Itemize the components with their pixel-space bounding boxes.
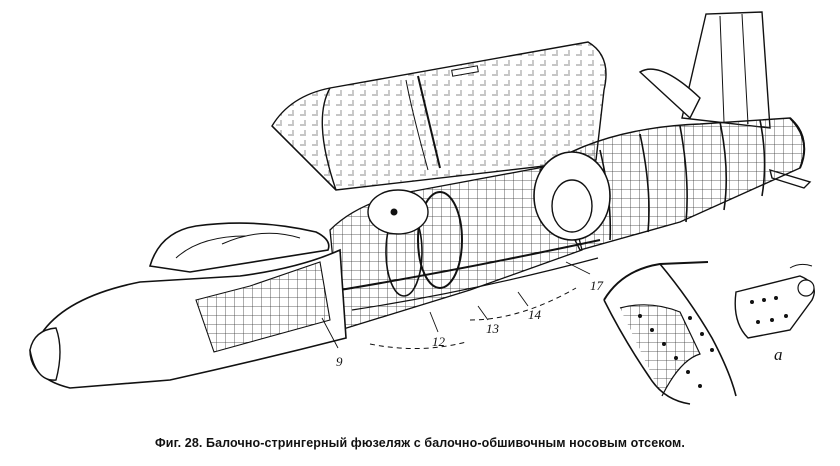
label-17: 17 xyxy=(590,278,604,293)
bulkhead-ring xyxy=(367,189,429,235)
nose-section xyxy=(29,222,347,389)
label-9: 9 xyxy=(336,354,343,369)
label-a: a xyxy=(774,345,783,364)
keel-dashed-lines xyxy=(369,287,577,349)
detail-frame-section xyxy=(603,261,737,405)
detail-a-bracket-plate xyxy=(734,263,815,339)
label-12: 12 xyxy=(432,334,446,349)
fuselage-drawing: 9 12 13 14 17 a xyxy=(29,11,815,405)
tail-fin xyxy=(638,11,812,189)
top-cover-panel xyxy=(271,41,607,191)
label-13: 13 xyxy=(486,321,500,336)
label-14: 14 xyxy=(528,307,542,322)
leader-lines xyxy=(321,261,591,349)
figure-caption: Фиг. 28. Балочно-стрингерный фюзеляж с б… xyxy=(155,436,685,450)
